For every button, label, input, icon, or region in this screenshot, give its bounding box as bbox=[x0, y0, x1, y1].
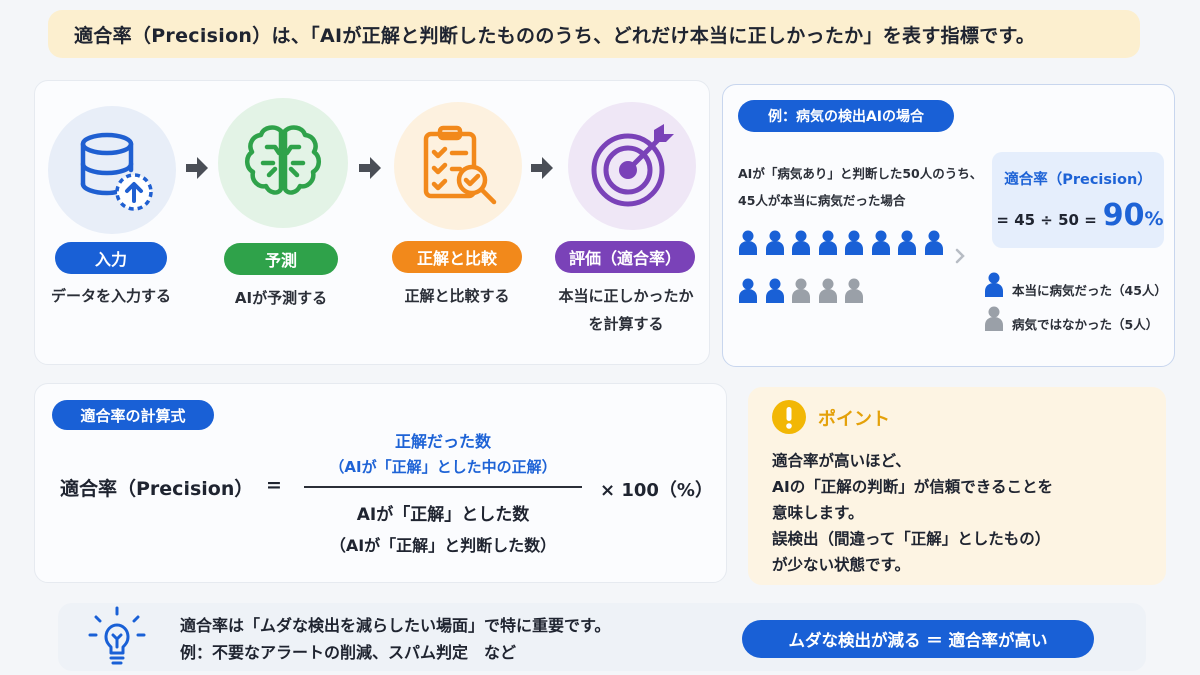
person-true-icon bbox=[739, 230, 757, 255]
step-compare-label: 正解と比較 bbox=[392, 241, 522, 273]
person-true-icon bbox=[818, 230, 837, 255]
arrow-right-icon bbox=[186, 157, 208, 179]
checklist-magnifier-icon bbox=[423, 125, 497, 205]
formula-denominator: AIが「正解」とした数 bbox=[356, 505, 530, 525]
example-text-line2: 45人が本当に病気だった場合 bbox=[738, 193, 906, 208]
brain-icon bbox=[245, 125, 321, 195]
step-predict-desc: AIが予測する bbox=[234, 289, 328, 307]
formula-equals: = bbox=[266, 474, 282, 496]
precision-result-box bbox=[992, 152, 1164, 248]
example-badge: 例：病気の検出AIの場合 bbox=[738, 100, 954, 132]
target-icon bbox=[591, 124, 674, 207]
example-text-line1: AIが「病気あり」と判断した50人のうち、 bbox=[738, 166, 983, 181]
point-card bbox=[748, 387, 1166, 585]
precision-result-row: = 45 ÷ 50 = 90% bbox=[996, 198, 1164, 233]
bottom-line: 例：不要なアラートの削減、スパム判定 など bbox=[180, 643, 517, 662]
arrow-right-icon bbox=[359, 157, 381, 179]
person-false-legend-icon bbox=[985, 306, 1003, 331]
summary-pill: ムダな検出が減る ＝ 適合率が高い bbox=[742, 620, 1094, 658]
person-true-icon bbox=[739, 278, 757, 303]
legend-false-text: 病気ではなかった（5人） bbox=[1012, 317, 1159, 332]
point-line: 適合率が高いほど、 bbox=[772, 452, 911, 470]
person-false-icon bbox=[845, 278, 863, 303]
point-line: 誤検出（間違って「正解」としたもの） bbox=[772, 530, 1051, 548]
arrow-right-icon bbox=[531, 157, 553, 179]
formula-denominator-note: （AIが「正解」と判断した数） bbox=[329, 536, 557, 555]
point-title: ポイント bbox=[818, 409, 890, 430]
person-true-legend-icon bbox=[985, 272, 1003, 297]
precision-number: 90 bbox=[1102, 198, 1145, 233]
point-body: 適合率が高いほど、 AIの「正解の判断」が信頼できることを 意味します。 誤検出… bbox=[772, 448, 1053, 578]
precision-value: 90% bbox=[1103, 198, 1164, 233]
formula-badge: 適合率の計算式 bbox=[52, 400, 214, 430]
bottom-line: 適合率は「ムダな検出を減らしたい場面」で特に重要です。 bbox=[180, 616, 611, 635]
step-evaluate-desc: 本当に正しかったか を計算する bbox=[546, 282, 706, 338]
point-line: AIの「正解の判断」が信頼できることを bbox=[772, 478, 1053, 496]
step-predict-circle bbox=[218, 98, 348, 228]
step-evaluate-desc-line: 本当に正しかったか bbox=[558, 287, 694, 305]
chevron-right-icon bbox=[955, 248, 965, 264]
step-compare-desc: 正解と比較する bbox=[404, 287, 510, 305]
precision-unit: % bbox=[1144, 208, 1164, 230]
page-title: 適合率（Precision）は、「AIが正解と判断したもののうち、どれだけ本当に… bbox=[48, 10, 1140, 58]
precision-result-label: 適合率（Precision） bbox=[1004, 172, 1152, 188]
legend-true-text: 本当に病気だった（45人） bbox=[1012, 283, 1167, 298]
person-true-icon bbox=[924, 230, 943, 255]
precision-calc: = 45 ÷ 50 = bbox=[996, 211, 1097, 229]
person-true-icon bbox=[792, 230, 810, 255]
step-evaluate-circle bbox=[568, 102, 696, 230]
person-true-icon bbox=[765, 278, 784, 303]
formula-multiplier: × 100（%） bbox=[600, 480, 713, 501]
person-true-icon bbox=[871, 230, 890, 255]
database-upload-icon bbox=[80, 132, 153, 211]
point-line: が少ない状態です。 bbox=[772, 556, 910, 574]
formula-lhs: 適合率（Precision） bbox=[60, 478, 254, 500]
formula-numerator-note: （AIが「正解」とした中の正解） bbox=[329, 458, 557, 476]
bottom-text: 適合率は「ムダな検出を減らしたい場面」で特に重要です。 例：不要なアラートの削減… bbox=[180, 612, 610, 666]
exclamation-icon bbox=[772, 400, 806, 434]
person-true-icon bbox=[845, 230, 863, 255]
fraction-line bbox=[304, 486, 582, 488]
step-input-circle bbox=[48, 106, 176, 234]
point-line: 意味します。 bbox=[772, 504, 864, 522]
step-evaluate-label: 評価（適合率） bbox=[555, 241, 695, 273]
step-input-desc: データを入力する bbox=[50, 287, 171, 305]
person-false-icon bbox=[818, 278, 837, 303]
people-grid bbox=[738, 230, 950, 310]
person-false-icon bbox=[792, 278, 810, 303]
formula-numerator: 正解だった数 bbox=[394, 432, 491, 451]
person-true-icon bbox=[765, 230, 784, 255]
step-input-label: 入力 bbox=[55, 242, 167, 274]
step-evaluate-desc-line: を計算する bbox=[588, 315, 664, 333]
lightbulb-icon bbox=[88, 606, 146, 665]
step-compare-circle bbox=[394, 102, 522, 230]
person-true-icon bbox=[898, 230, 916, 255]
step-predict-label: 予測 bbox=[224, 243, 338, 275]
